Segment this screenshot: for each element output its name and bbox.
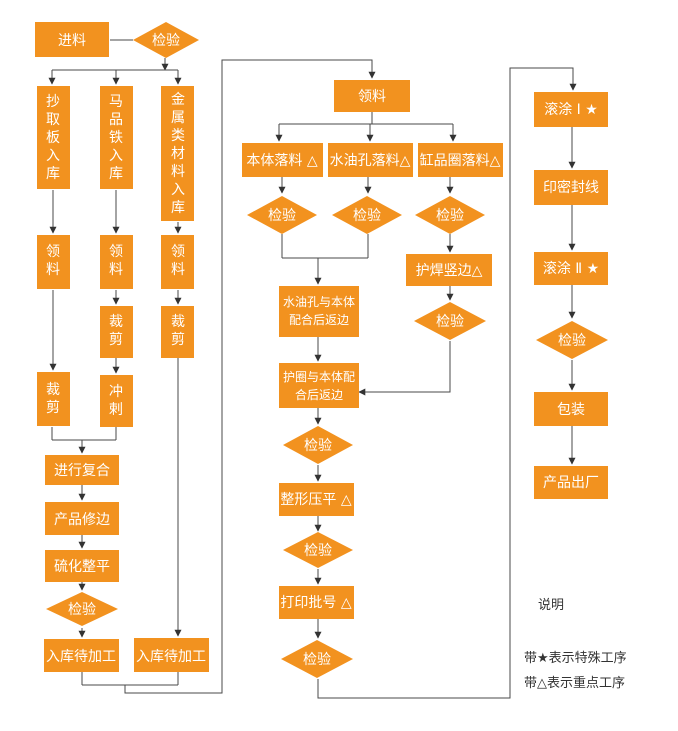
node-baozhuang: 包装	[534, 392, 608, 426]
legend-title: 说明	[538, 598, 564, 613]
decision-label: 检验	[436, 314, 464, 330]
node-label: 硫化整平	[54, 559, 110, 575]
connector	[358, 341, 451, 396]
node-label: 包装	[557, 402, 585, 418]
node-label: 水油孔落料△	[330, 153, 411, 169]
node-huquan-peihe: 护圈与本体配 合后返边	[279, 363, 359, 408]
node-guntu-2: 滚涂 Ⅱ ★	[534, 252, 608, 285]
decision-label: 检验	[304, 543, 332, 559]
node-ruku-b: 入库待加工	[134, 638, 209, 672]
node-liuhua-zhengping: 硫化整平	[45, 550, 119, 582]
decision-jianyan-c3: 检验	[536, 321, 608, 359]
node-jinxing-fuhe: 进行复合	[45, 455, 119, 485]
node-label: 冲剌	[109, 384, 123, 418]
node-label: 入库待加工	[46, 649, 116, 665]
node-label: 裁剪	[171, 314, 185, 348]
legend-triangle-line: 带△表示重点工序	[524, 675, 625, 691]
node-label: 领料	[358, 89, 386, 105]
decision-jianyan-c2b: 检验	[332, 196, 402, 234]
node-lingliao-c: 领料	[161, 235, 194, 289]
decision-label: 检验	[268, 208, 296, 224]
decision-jianyan-c2e: 检验	[283, 426, 353, 464]
node-label: 进行复合	[54, 462, 110, 479]
node-dayin-pihao: 打印批号 △	[279, 586, 354, 619]
node-label: 领料	[46, 244, 60, 278]
node-label: 产品修边	[54, 512, 110, 528]
node-label: 裁剪	[46, 382, 60, 416]
node-huquan-peihe-label-2: 合后返边	[295, 387, 343, 402]
node-zhengxing-yaping: 整形压平 △	[279, 483, 354, 516]
decision-jianyan-c2a: 检验	[247, 196, 317, 234]
node-label: 本体落料 △	[246, 153, 317, 169]
node-lingliao-main: 领料	[334, 80, 410, 112]
connector	[124, 59, 376, 694]
node-label: 整形压平 △	[280, 492, 351, 508]
node-benti-luoliao: 本体落料 △	[242, 143, 323, 177]
connectors	[48, 39, 577, 699]
node-jinliao: 进料	[35, 22, 109, 57]
decision-label: 检验	[304, 438, 332, 454]
node-yinmi-fengxian: 印密封线	[534, 170, 608, 205]
node-chaoqu-label: 抄取板入库	[46, 94, 60, 182]
node-shuiyoukong-peihe-label-1: 水油孔与本体	[283, 295, 355, 309]
decision-jianyan-c1: 检验	[46, 592, 118, 626]
node-huhan-shubian: 护焊竖边△	[406, 254, 492, 286]
decision-label: 检验	[353, 208, 381, 224]
decision-jianyan-c2g: 检验	[281, 640, 353, 678]
decision-jianyan-c2c: 检验	[415, 196, 485, 234]
node-label: 护焊竖边△	[416, 263, 483, 279]
node-shuiyoukong-peihe-label-2: 配合后返边	[289, 312, 349, 327]
node-chanpin-xiubian: 产品修边	[45, 502, 119, 535]
node-label: 滚涂 Ⅱ ★	[543, 260, 599, 277]
decision-label: 检验	[436, 208, 464, 224]
node-guntu-1: 滚涂 Ⅰ ★	[534, 92, 608, 127]
node-label: 裁剪	[109, 314, 123, 348]
node-label: 印密封线	[543, 179, 599, 196]
node-maqie: 马品铁入库	[100, 86, 133, 189]
node-label: 领料	[171, 244, 185, 278]
decision-label: 检验	[303, 652, 331, 668]
node-label: 缸品圈落料△	[420, 152, 501, 169]
decision-jianyan-c2f: 检验	[283, 532, 353, 568]
node-jinshu-label: 金属类材料入库	[171, 92, 185, 216]
node-label: 滚涂 Ⅰ ★	[544, 101, 598, 118]
node-huquan-peihe-label-1: 护圈与本体配	[283, 370, 355, 384]
connector	[317, 67, 577, 699]
node-ruku-a: 入库待加工	[44, 639, 119, 672]
decision-label: 检验	[558, 333, 586, 349]
node-jinliao-label: 进料	[58, 33, 86, 49]
decision-label: 检验	[68, 602, 96, 618]
node-shuiyoukong-luoliao: 水油孔落料△	[328, 143, 413, 177]
legend-star-line: 带★表示特殊工序	[524, 651, 627, 666]
node-gangpinquan-luoliao: 缸品圈落料△	[418, 143, 503, 177]
node-lingliao-a: 领料	[37, 235, 70, 289]
node-label: 产品出厂	[543, 475, 599, 491]
decision-label: 检验	[152, 33, 180, 49]
decision-jianyan-c2d: 检验	[414, 302, 486, 340]
node-label: 领料	[109, 244, 123, 278]
node-caijian-c: 裁剪	[161, 306, 194, 358]
node-caijian-a: 裁剪	[37, 372, 70, 426]
node-maqie-label: 马品铁入库	[109, 94, 123, 182]
node-chaoqu: 抄取板入库	[37, 86, 70, 189]
legend: 说明 带★表示特殊工序 带△表示重点工序	[524, 598, 627, 691]
node-chongci: 冲剌	[100, 375, 133, 427]
node-label: 入库待加工	[136, 649, 206, 665]
node-chanpin-chuchang: 产品出厂	[534, 466, 608, 499]
decision-jianyan-top: 检验	[133, 22, 199, 58]
node-shuiyoukong-peihe: 水油孔与本体 配合后返边	[279, 286, 359, 337]
node-jinshu: 金属类材料入库	[161, 86, 194, 221]
node-caijian-b: 裁剪	[100, 306, 133, 358]
node-label: 打印批号 △	[280, 594, 351, 611]
node-lingliao-b: 领料	[100, 235, 133, 289]
